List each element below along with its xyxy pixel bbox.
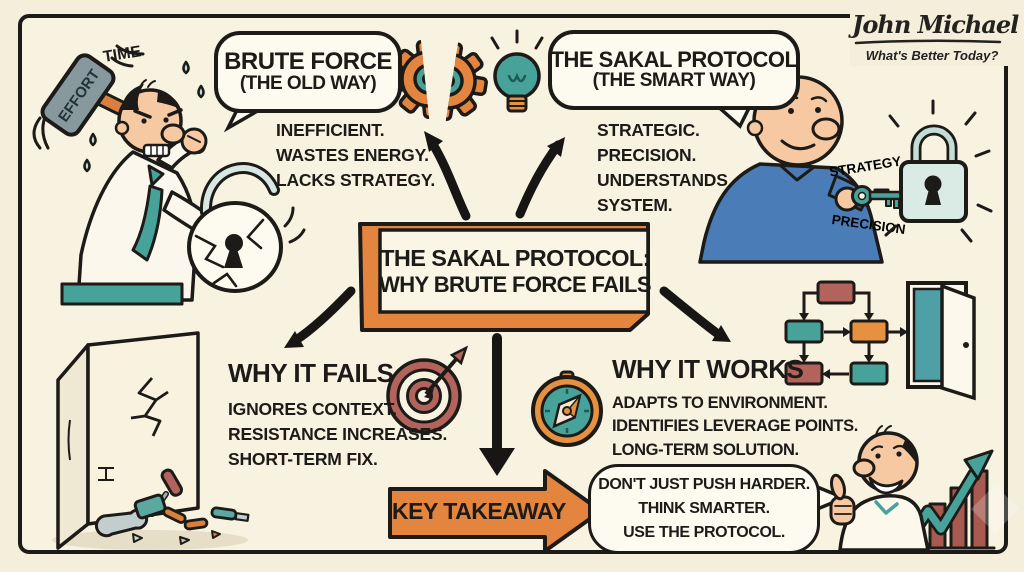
- why-works-point: LONG-TERM SOLUTION.: [612, 440, 799, 459]
- sweat-drops: [83, 60, 205, 173]
- smart-way-point: PRECISION.: [597, 144, 697, 165]
- key-icon: [851, 185, 903, 209]
- old-way-point: INEFFICIENT.: [276, 120, 385, 140]
- open-door-icon: [906, 281, 976, 401]
- old-way-point: LACKS STRATEGY.: [276, 169, 436, 190]
- brand-name: John Michael: [852, 10, 1019, 39]
- old-way-points: INEFFICIENT. WASTES ENERGY. LACKS STRATE…: [276, 118, 435, 193]
- why-fails-point: RESISTANCE INCREASES.: [228, 423, 448, 444]
- takeaway-line: USE THE PROTOCOL.: [623, 524, 785, 541]
- thumbs-up-man: [829, 425, 930, 552]
- smart-way-bubble-subtitle: (THE SMART WAY): [592, 70, 756, 92]
- smart-way-point: UNDERSTANDS: [597, 169, 728, 190]
- flow-arrows: [284, 131, 731, 476]
- sledgehammer-icon: EFFORT: [40, 53, 116, 137]
- cracked-wall-icon: [52, 331, 248, 550]
- old-way-bubble-subtitle: (THE OLD WAY): [239, 73, 377, 95]
- why-fails-point: IGNORES CONTEXT.: [228, 399, 397, 419]
- tie: [131, 164, 165, 262]
- smart-way-point: STRATEGIC.: [597, 120, 700, 140]
- brand-logo: John Michael What's Better Today?: [852, 10, 1019, 63]
- watermark-shape: [970, 484, 1020, 534]
- target-icon: [386, 345, 469, 434]
- compass-icon: [531, 370, 603, 447]
- takeaway-line: DON'T JUST PUSH HARDER.: [598, 476, 810, 493]
- takeaway-line: THINK SMARTER.: [638, 500, 770, 517]
- why-fails-title: WHY IT FAILS: [228, 358, 394, 388]
- old-way-bubble-title: BRUTE FORCE: [224, 47, 392, 75]
- center-title-line1: THE SAKAL PROTOCOL:: [380, 244, 650, 271]
- logo-underline: [854, 39, 1002, 45]
- center-title: THE SAKAL PROTOCOL: WHY BRUTE FORCE FAIL…: [379, 231, 651, 311]
- brand-tagline: What's Better Today?: [865, 48, 999, 63]
- key-takeaway-arrow: [388, 469, 603, 553]
- center-title-box: [358, 222, 650, 332]
- smart-way-points: STRATEGIC. PRECISION. UNDERSTANDS SYSTEM…: [597, 118, 728, 217]
- center-title-line2: WHY BRUTE FORCE FAILS: [379, 271, 651, 297]
- sparkle-lines: [873, 99, 993, 243]
- smart-way-point: SYSTEM.: [597, 194, 673, 215]
- brute-force-man: EFFORT TIME: [32, 43, 229, 306]
- why-works-points: ADAPTS TO ENVIRONMENT. IDENTIFIES LEVERA…: [612, 392, 858, 462]
- why-works-title: WHY IT WORKS: [612, 354, 804, 384]
- broken-padlock-icon: [187, 162, 306, 293]
- broken-tools-icon: [94, 468, 250, 545]
- why-fails-points: IGNORES CONTEXT. RESISTANCE INCREASES. S…: [228, 397, 447, 472]
- flowchart-icon: [784, 280, 908, 386]
- why-works-point: ADAPTS TO ENVIRONMENT.: [612, 394, 828, 412]
- why-works-point: IDENTIFIES LEVERAGE POINTS.: [612, 417, 858, 436]
- takeaway-bubble: DON'T JUST PUSH HARDER. THINK SMARTER. U…: [588, 464, 820, 554]
- lightbulb-icon: [490, 29, 544, 113]
- why-fails-point: SHORT-TERM FIX.: [228, 448, 378, 469]
- old-way-bubble: BRUTE FORCE (THE OLD WAY): [214, 31, 402, 113]
- logo-mask: [850, 6, 1012, 66]
- time-label: TIME: [102, 43, 143, 66]
- key-takeaway-label: KEY TAKEAWAY: [392, 498, 566, 524]
- smart-way-bubble: THE SAKAL PROTOCOL (THE SMART WAY): [548, 30, 800, 110]
- padlock-icon: [873, 99, 993, 243]
- smart-way-bubble-title: THE SAKAL PROTOCOL: [550, 47, 798, 72]
- old-way-point: WASTES ENERGY.: [276, 144, 429, 165]
